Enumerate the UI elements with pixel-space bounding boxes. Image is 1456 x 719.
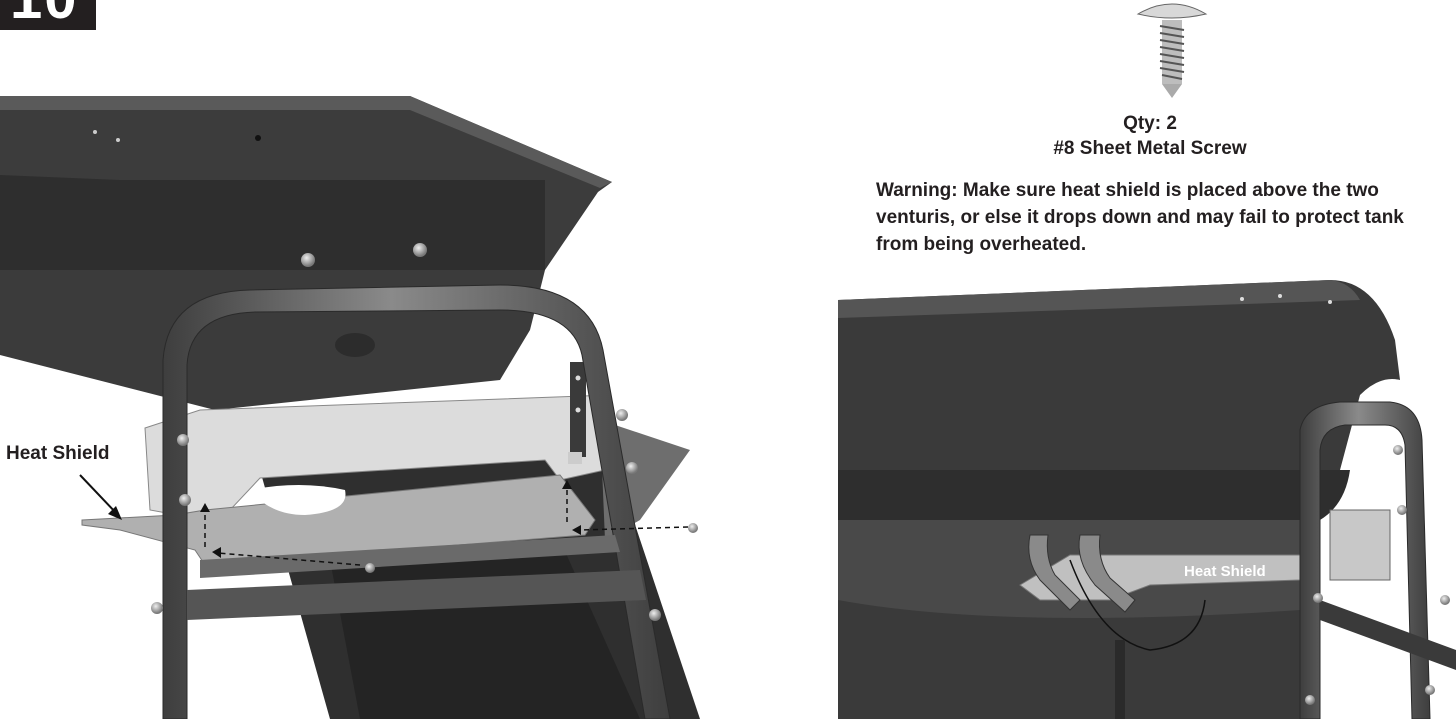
- left-grill-illustration: [0, 96, 700, 719]
- right-grill-illustration: [838, 280, 1456, 719]
- hardware-name: #8 Sheet Metal Screw: [1053, 138, 1247, 159]
- hardware-qty: Qty: 2: [1123, 113, 1177, 134]
- step-number: 10: [10, 0, 79, 28]
- heat-shield-callout-left: Heat Shield: [6, 443, 110, 464]
- screw-icon: [1136, 3, 1208, 98]
- heat-shield-callout-right: Heat Shield: [1184, 563, 1266, 580]
- step-number-badge: 10: [0, 0, 96, 30]
- warning-text: Warning: Make sure heat shield is placed…: [876, 180, 1404, 255]
